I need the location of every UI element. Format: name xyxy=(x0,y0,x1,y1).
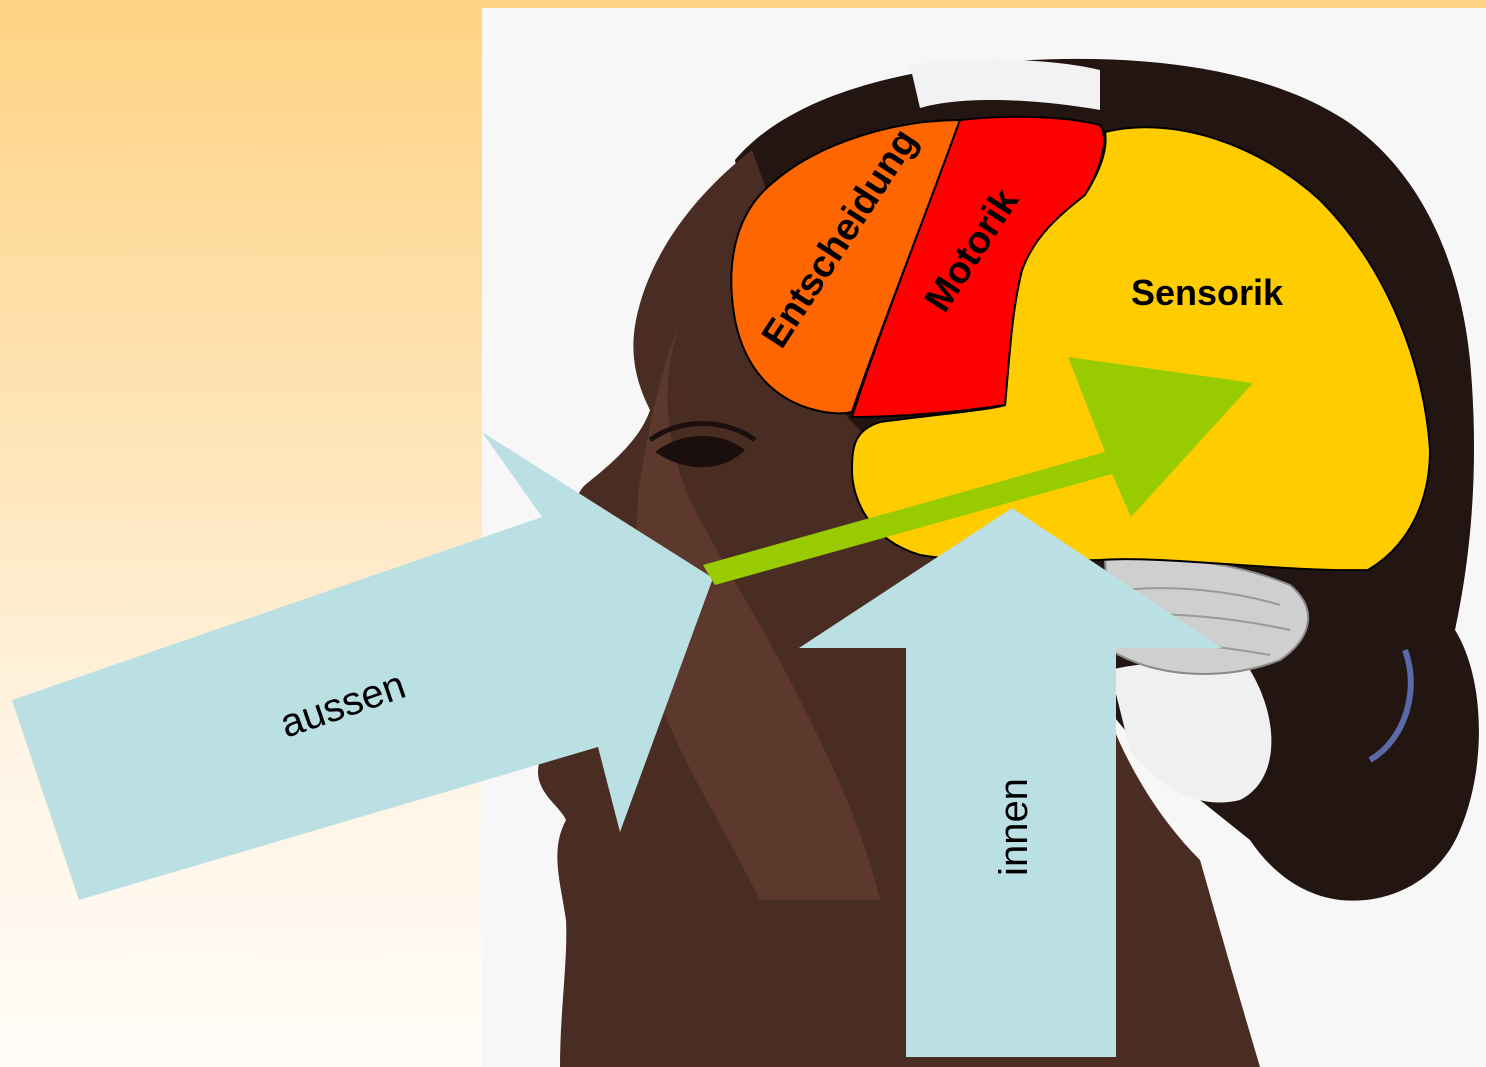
label-inside: innen xyxy=(992,778,1036,876)
label-sensory: Sensorik xyxy=(1131,272,1284,313)
